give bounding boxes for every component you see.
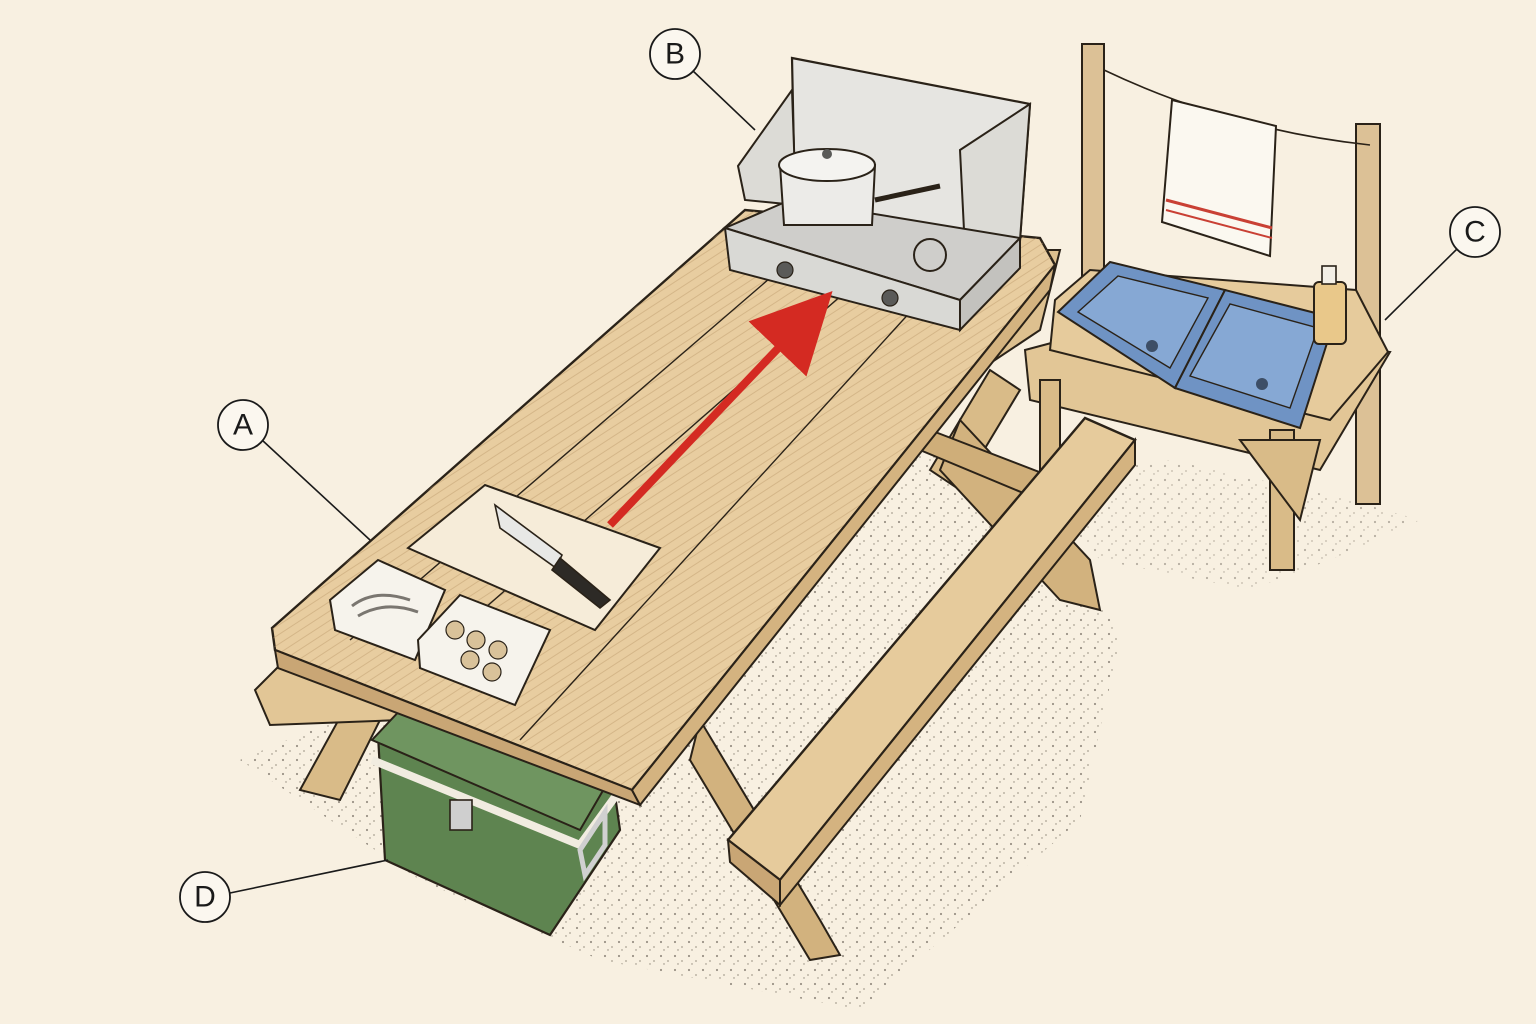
callout-c: C xyxy=(1384,206,1501,321)
near-bench xyxy=(726,416,1137,908)
callout-a: A xyxy=(217,399,371,541)
knife-icon xyxy=(493,503,612,610)
camp-stove xyxy=(722,56,1032,333)
workflow-arrow xyxy=(607,291,833,528)
cutting-board xyxy=(406,483,662,632)
towel-icon xyxy=(1160,98,1278,258)
food-bins xyxy=(328,558,552,707)
callout-c-label: C xyxy=(1464,216,1486,249)
callout-d-label: D xyxy=(194,881,216,914)
callout-d: D xyxy=(179,859,389,923)
callout-a-label: A xyxy=(233,409,253,442)
soap-bottle-icon xyxy=(1313,265,1347,345)
callout-b-label: B xyxy=(665,38,685,71)
wash-station xyxy=(1023,43,1392,571)
callout-b: B xyxy=(649,28,756,131)
pot-icon xyxy=(778,148,941,226)
sink-icon xyxy=(1056,260,1337,430)
